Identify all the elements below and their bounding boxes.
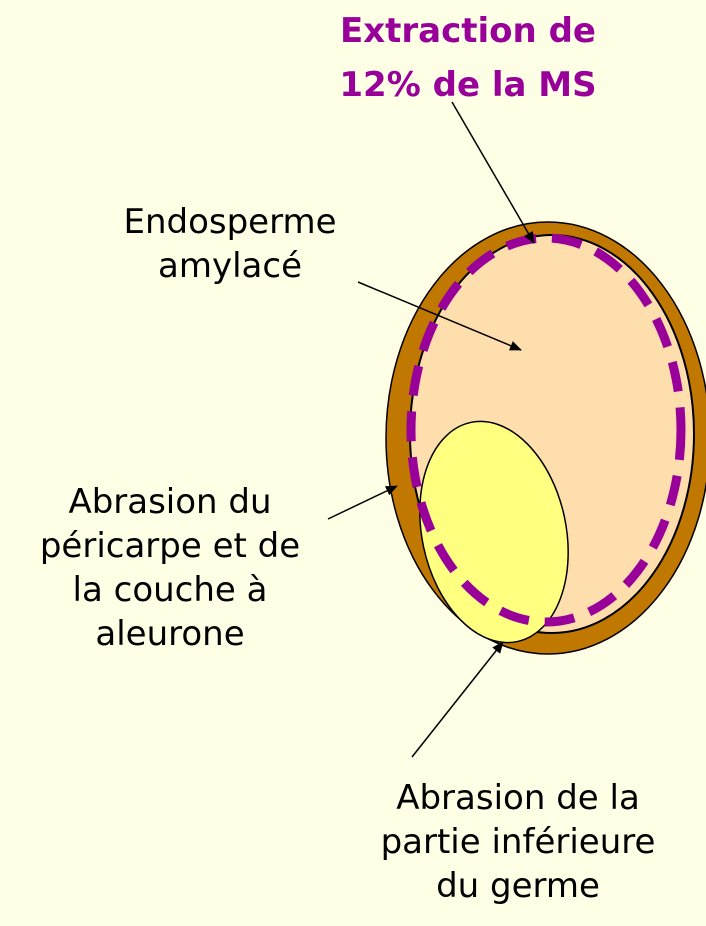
pericarp-abrasion-label: Abrasion du péricarpe et de la couche à … (0, 480, 340, 656)
germ-abrasion-label: Abrasion de la partie inférieure du germ… (358, 776, 678, 908)
extraction-label: Extraction de 12% de la MS (268, 4, 668, 112)
germ-leader-line (412, 642, 503, 757)
endosperm-label: Endosperme amylacé (80, 200, 380, 288)
extraction-leader-line (452, 102, 534, 243)
